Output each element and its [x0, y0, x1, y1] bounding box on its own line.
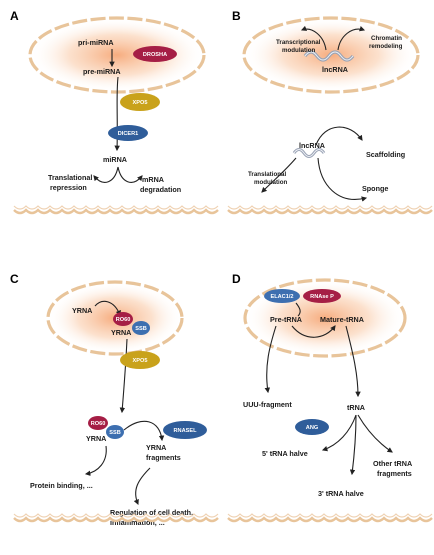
panel-d: D ELAC1/2 RNAse P Pre-tRNA Mature-tRNA U…: [226, 272, 434, 523]
ang-badge: [295, 419, 329, 435]
mirna-label: miRNA: [103, 155, 127, 164]
transcriptional-modulation-line2: modulation: [282, 47, 316, 54]
ssb-nuclear-badge: [132, 321, 150, 335]
ang-label: ANG: [306, 425, 318, 431]
drosha-label: DROSHA: [143, 52, 167, 58]
arrow-export: [119, 338, 128, 414]
panel-c: C YRNA RO60 SSB YRNA XPO5 RO60 SSB YRNA …: [10, 272, 220, 527]
panel-b: B Transcriptional modulation Chromatin r…: [226, 9, 434, 215]
panel-c-letter: C: [10, 272, 19, 286]
cytoplasmic-lncrna-label: lncRNA: [299, 141, 325, 150]
ssb-cyto-label: SSB: [109, 430, 121, 436]
arrow-to-sponge: [317, 157, 368, 202]
nuclear-lncrna-highlight: [304, 51, 354, 61]
panel-c-nucleus: [46, 280, 184, 356]
rnase-p-label: RNAse P: [310, 294, 334, 300]
xpo5-label: XPO5: [133, 100, 148, 106]
arrow-to-transcriptional-modulation: [300, 25, 327, 51]
three-prime-halve-label: 3' tRNA halve: [318, 489, 364, 498]
regulation-line2: inflammation, ...: [110, 518, 165, 527]
arrow-to-uuu-fragment: [264, 325, 277, 394]
panel-a: A pri-miRNA DROSHA pre-miRNA XPO5 DICER1…: [10, 9, 220, 215]
ro60-nuclear-label: RO60: [116, 317, 131, 323]
arrow-to-trna: [345, 325, 361, 398]
chromatin-remodeling-line1: Chromatin: [371, 35, 402, 42]
pre-mirna-label: pre-miRNA: [83, 67, 121, 76]
cytoplasmic-lncrna-highlight: [293, 149, 325, 157]
arrow-enzyme-cleavage: [295, 302, 301, 317]
other-trna-fragments-line1: Other tRNA: [373, 459, 412, 468]
xpo5-badge: [120, 93, 160, 111]
arrow-to-translational-repression: [93, 166, 119, 183]
scaffolding-label: Scaffolding: [366, 150, 405, 159]
translational-modulation-line2: modulation: [254, 179, 288, 186]
xpo5-c-label: XPO5: [133, 358, 148, 364]
ssb-cyto-badge: [106, 425, 124, 439]
nuclear-lncrna-label: lncRNA: [322, 65, 348, 74]
other-trna-fragments-line2: fragments: [377, 469, 412, 478]
xpo5-c-badge: [120, 351, 160, 369]
arrow-to-yrna-fragments: [123, 420, 165, 442]
drosha-badge: [133, 46, 177, 62]
regulation-line1: Regulation of cell death,: [110, 508, 193, 517]
yrna-complex-label: YRNA: [111, 328, 131, 337]
panel-a-letter: A: [10, 9, 19, 23]
transcriptional-modulation-line1: Transcriptional: [276, 39, 321, 46]
yrna-nuclear-label: YRNA: [72, 306, 92, 315]
five-prime-halve-label: 5' tRNA halve: [262, 449, 308, 458]
arrow-to-other-fragments: [357, 414, 393, 453]
mrna-degradation-line1: mRNA: [142, 175, 164, 184]
panel-a-membrane: [12, 204, 220, 215]
arrow-to-translational-modulation: [261, 157, 297, 193]
arrow-to-3-halve: [349, 414, 357, 476]
ro60-cyto-label: RO60: [91, 421, 106, 427]
ro60-nuclear-badge: [113, 312, 133, 326]
panel-b-letter: B: [232, 9, 241, 23]
ssb-nuclear-label: SSB: [135, 326, 147, 332]
translational-repression-line2: repression: [50, 183, 87, 192]
chromatin-remodeling-line2: remodeling: [369, 43, 403, 50]
yrna-fragments-line2: fragments: [146, 453, 181, 462]
sponge-label: Sponge: [362, 184, 388, 193]
panel-d-nucleus: [243, 278, 407, 358]
rnase-p-badge: [303, 289, 341, 303]
panel-b-nucleus: [242, 16, 420, 94]
uuu-fragment-label: UUU-fragment: [243, 400, 292, 409]
panel-d-letter: D: [232, 272, 241, 286]
arrow-to-chromatin-remodeling: [337, 26, 366, 51]
trna-label: tRNA: [347, 403, 365, 412]
arrow-pre-to-mirna: [114, 76, 120, 152]
protein-binding-label: Protein binding, ...: [30, 481, 93, 490]
arrow-to-scaffolding: [315, 126, 363, 146]
cytoplasmic-lncrna-strand: [292, 148, 326, 158]
translational-modulation-line1: Translational: [248, 171, 286, 178]
panel-d-membrane: [226, 512, 434, 523]
yrna-fragments-line1: YRNA: [146, 443, 166, 452]
dicer1-label: DICER1: [118, 131, 139, 137]
elac-label: ELAC1/2: [270, 294, 293, 300]
yrna-cyto-label: YRNA: [86, 434, 106, 443]
panel-b-membrane: [226, 204, 434, 215]
arrow-to-protein-binding: [84, 445, 107, 476]
dicer1-badge: [108, 125, 148, 141]
rnasel-badge: [163, 421, 207, 439]
arrow-yrna-to-complex: [94, 300, 121, 317]
arrow-to-5-halve: [321, 414, 357, 452]
mrna-degradation-line2: degradation: [140, 185, 181, 194]
pri-mirna-label: pri-miRNA: [78, 38, 114, 47]
ro60-cyto-badge: [88, 416, 108, 430]
mature-trna-label: Mature-tRNA: [320, 315, 364, 324]
arrow-pre-to-mature: [291, 325, 336, 338]
elac-badge: [264, 289, 300, 303]
arrow-to-regulation: [133, 467, 151, 506]
panel-a-nucleus-glow: [30, 18, 204, 92]
pre-trna-label: Pre-tRNA: [270, 315, 302, 324]
translational-repression-line1: Translational: [48, 173, 92, 182]
arrow-to-mrna-degradation: [117, 166, 143, 183]
rnasel-label: RNASEL: [174, 428, 198, 434]
